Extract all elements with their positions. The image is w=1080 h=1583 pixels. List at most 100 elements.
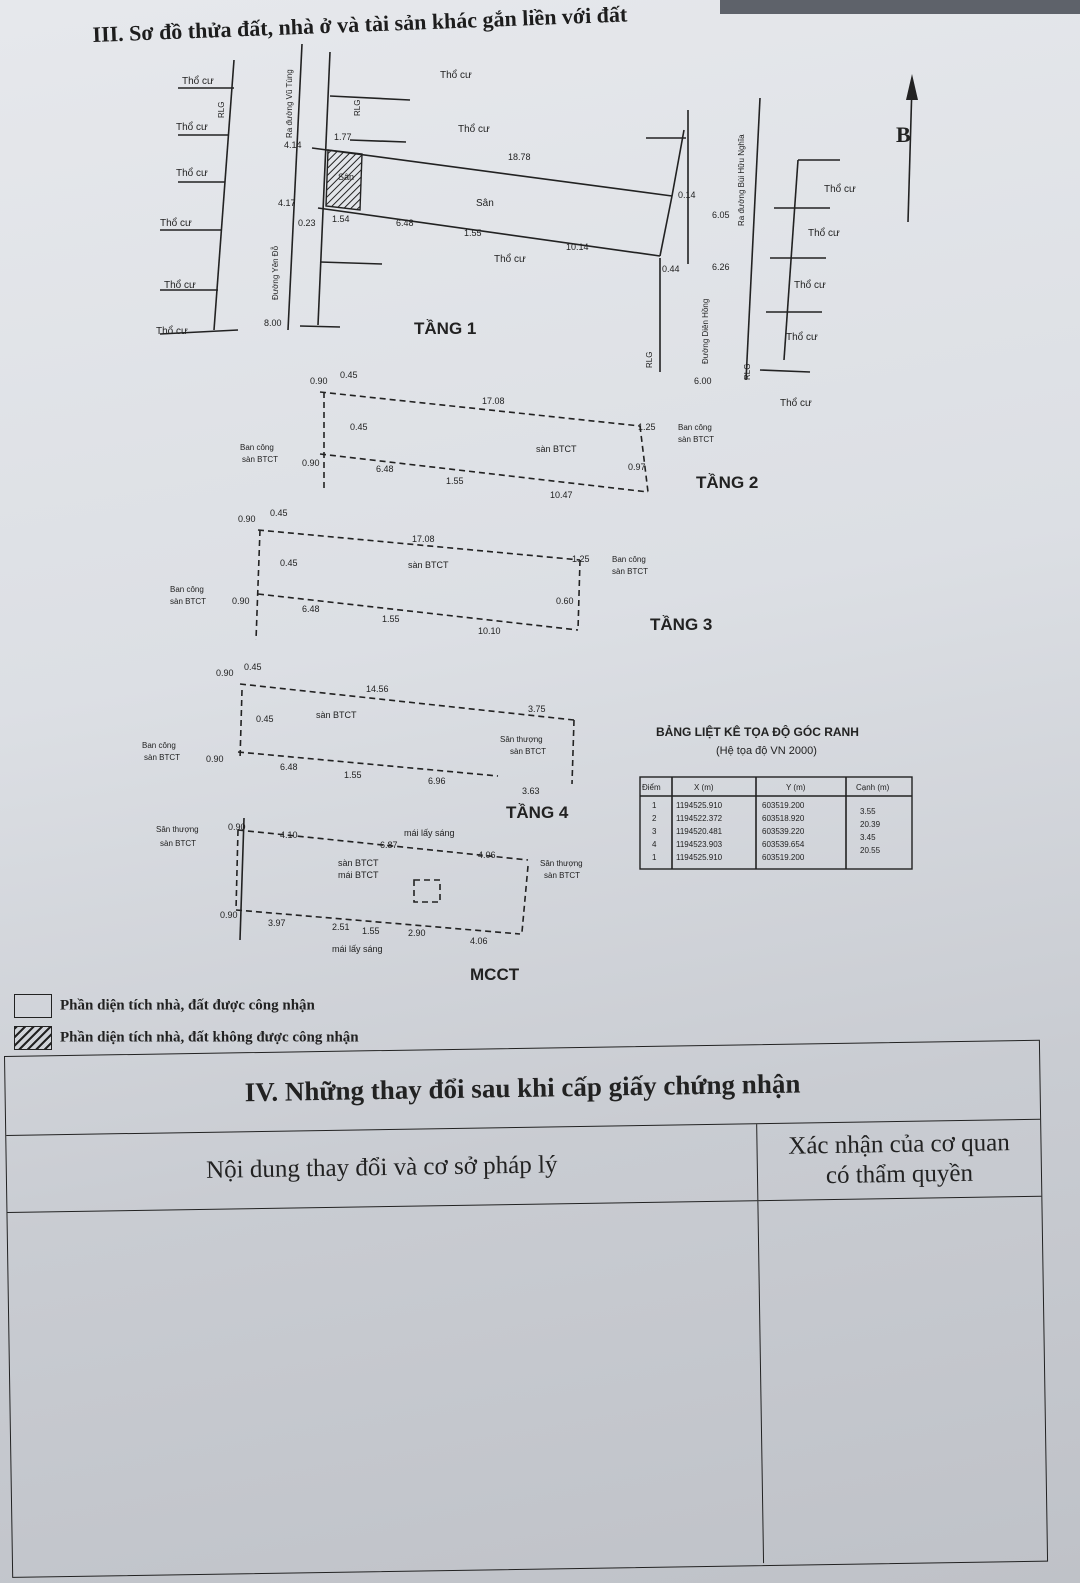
label-san-btct: sàn BTCT: [338, 858, 379, 868]
coord-cell: 1194525.910: [676, 853, 723, 862]
dim-label: 6.48: [280, 762, 298, 772]
label-tho-cu: Thổ cư: [176, 121, 208, 133]
floor-title-1: TẦNG 1: [414, 319, 476, 338]
coord-cell: 1194523.903: [676, 840, 723, 849]
dim-label: 3.97: [268, 918, 286, 928]
dim-label: 17.08: [482, 396, 505, 406]
label-san-btct: sàn BTCT: [408, 560, 449, 570]
section4-col-content: Nội dung thay đổi và cơ sở pháp lý: [6, 1124, 759, 1212]
dim-label: 0.90: [216, 668, 234, 678]
label-tho-cu: Thổ cư: [494, 253, 526, 265]
coord-cell: 603539.220: [762, 827, 805, 836]
dim-label: 0.45: [270, 508, 288, 518]
legend-plain-box-icon: [14, 994, 52, 1018]
coord-table-title: BẢNG LIỆT KÊ TỌA ĐỘ GÓC RANH: [656, 724, 859, 739]
label-tho-cu: Thổ cư: [794, 279, 826, 291]
coord-cell: 603519.200: [762, 853, 805, 862]
dim-label: 6.05: [712, 210, 730, 220]
coord-cell: 4: [652, 840, 657, 849]
coord-edge: 20.55: [860, 846, 881, 855]
dim-label: 6.87: [380, 840, 398, 850]
unrecognized-area: [325, 149, 363, 211]
dim-label: 0.90: [310, 376, 328, 386]
dim-label: 4.17: [278, 198, 296, 208]
compass-north-label: B: [896, 122, 911, 147]
dim-label: 1.54: [332, 214, 350, 224]
label-san-btct: sàn BTCT: [160, 839, 196, 848]
street-dien-hong: Đường Diên Hồng: [701, 299, 710, 364]
dim-label: 2.90: [408, 928, 426, 938]
label-san: Sân: [338, 172, 354, 182]
label-san: Sân: [476, 198, 494, 209]
label-tho-cu: Thổ cư: [786, 331, 818, 343]
label-tho-cu: Thổ cư: [160, 217, 192, 229]
legend-recognized-text: Phần diện tích nhà, đất được công nhận: [60, 997, 315, 1014]
label-san-btct: sàn BTCT: [544, 871, 580, 880]
dim-label: 6.48: [396, 218, 414, 228]
label-san-thuong: Sân thượng: [540, 859, 583, 868]
label-rlg: RLG: [743, 364, 752, 380]
section4-content-cell[interactable]: [7, 1201, 765, 1575]
section4-table: IV. Những thay đổi sau khi cấp giấy chứn…: [4, 1039, 1049, 1578]
dim-label: 14.56: [366, 684, 389, 694]
label-mai-btct: mái BTCT: [338, 870, 379, 880]
label-tho-cu: Thổ cư: [440, 69, 472, 81]
coord-edge: 20.39: [860, 820, 881, 829]
coord-cell: 1: [652, 801, 657, 810]
coord-cell: 1194522.372: [676, 814, 723, 823]
dim-label: 4.14: [284, 140, 302, 150]
label-ban-cong: Ban công: [170, 585, 204, 594]
label-san-btct: sàn BTCT: [612, 567, 648, 576]
label-tho-cu: Thổ cư: [176, 167, 208, 179]
dim-label: 0.90: [206, 754, 224, 764]
dim-label: 6.00: [694, 376, 712, 386]
dim-label: 1.25: [638, 422, 656, 432]
coord-cell: 603518.920: [762, 814, 805, 823]
coord-cell: 603519.200: [762, 801, 805, 810]
dim-label: 0.45: [340, 370, 358, 380]
dim-label: 0.90: [228, 822, 246, 832]
street-vu-tung: Ra đường Vũ Tùng: [285, 69, 294, 138]
coord-cell: 1194520.481: [676, 827, 723, 836]
label-mai-lay-sang: mái lấy sáng: [332, 944, 383, 954]
dim-label: 0.45: [244, 662, 262, 672]
floor-title-4: TẦNG 4: [506, 803, 569, 822]
dim-label: 4.06: [470, 936, 488, 946]
coord-cell: 3: [652, 827, 657, 836]
floor-title-mcct: MCCT: [470, 965, 520, 984]
dim-label: 1.55: [446, 476, 464, 486]
label-san-btct: sàn BTCT: [144, 753, 180, 762]
section4-confirm-cell[interactable]: [758, 1197, 1047, 1563]
coord-header: X (m): [694, 783, 714, 792]
coord-cell: 2: [652, 814, 657, 823]
label-san-thuong: Sân thượng: [500, 735, 543, 744]
floor-title-2: TẦNG 2: [696, 473, 758, 492]
north-arrow-icon: [906, 74, 918, 100]
coord-cell: 603539.654: [762, 840, 805, 849]
label-tho-cu: Thổ cư: [824, 183, 856, 195]
label-san-btct: sàn BTCT: [242, 455, 278, 464]
dim-label: 1.55: [382, 614, 400, 624]
dim-label: 6.96: [428, 776, 446, 786]
label-san-thuong: Sân thượng: [156, 825, 199, 834]
dim-label: 0.44: [662, 264, 680, 274]
dim-label: 1.25: [572, 554, 590, 564]
dim-label: 0.14: [678, 190, 696, 200]
coord-header: Y (m): [786, 783, 806, 792]
coord-edge: 3.55: [860, 807, 876, 816]
label-san-btct: sàn BTCT: [536, 444, 577, 454]
label-san-btct: sàn BTCT: [510, 747, 546, 756]
label-tho-cu: Thổ cư: [458, 123, 490, 135]
label-ban-cong: Ban công: [678, 423, 712, 432]
dim-label: 0.90: [232, 596, 250, 606]
label-tho-cu: Thổ cư: [182, 75, 214, 87]
label-tho-cu: Thổ cư: [808, 227, 840, 239]
dim-label: 17.08: [412, 534, 435, 544]
dim-label: 1.55: [344, 770, 362, 780]
dim-label: 2.51: [332, 922, 350, 932]
legend-recognized: Phần diện tích nhà, đất được công nhận: [14, 994, 315, 1018]
dim-label: 0.45: [256, 714, 274, 724]
dim-label: 0.90: [302, 458, 320, 468]
label-rlg: RLG: [217, 102, 226, 118]
